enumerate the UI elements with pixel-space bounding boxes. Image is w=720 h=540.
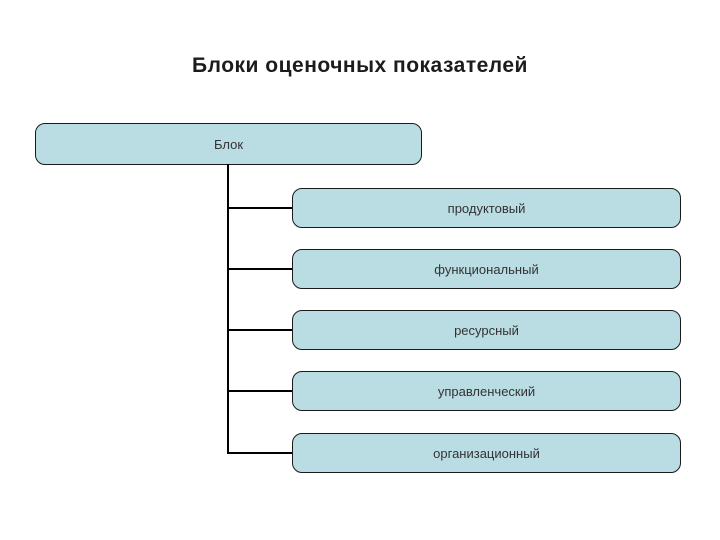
connector-trunk-line — [227, 164, 229, 454]
connector-branch-line — [228, 329, 292, 331]
diagram-node-child-label: функциональный — [434, 261, 539, 277]
connector-branch-line — [228, 268, 292, 270]
diagram-node-child: ресурсный — [292, 310, 681, 350]
diagram-node-child-label: ресурсный — [454, 322, 519, 338]
diagram-node-child-label: организационный — [433, 445, 540, 461]
diagram-node-child: организационный — [292, 433, 681, 473]
connector-branch-line — [228, 207, 292, 209]
diagram-node-child: управленческий — [292, 371, 681, 411]
diagram-node-child: функциональный — [292, 249, 681, 289]
diagram-node-root: Блок — [35, 123, 422, 165]
diagram-node-child-label: продуктовый — [447, 200, 526, 216]
diagram-node-root-label: Блок — [213, 136, 244, 152]
diagram-node-child-label: управленческий — [437, 383, 536, 399]
connector-branch-line — [228, 390, 292, 392]
connector-branch-line — [228, 452, 292, 454]
diagram-node-child: продуктовый — [292, 188, 681, 228]
slide-title: Блоки оценочных показателей — [192, 54, 528, 77]
